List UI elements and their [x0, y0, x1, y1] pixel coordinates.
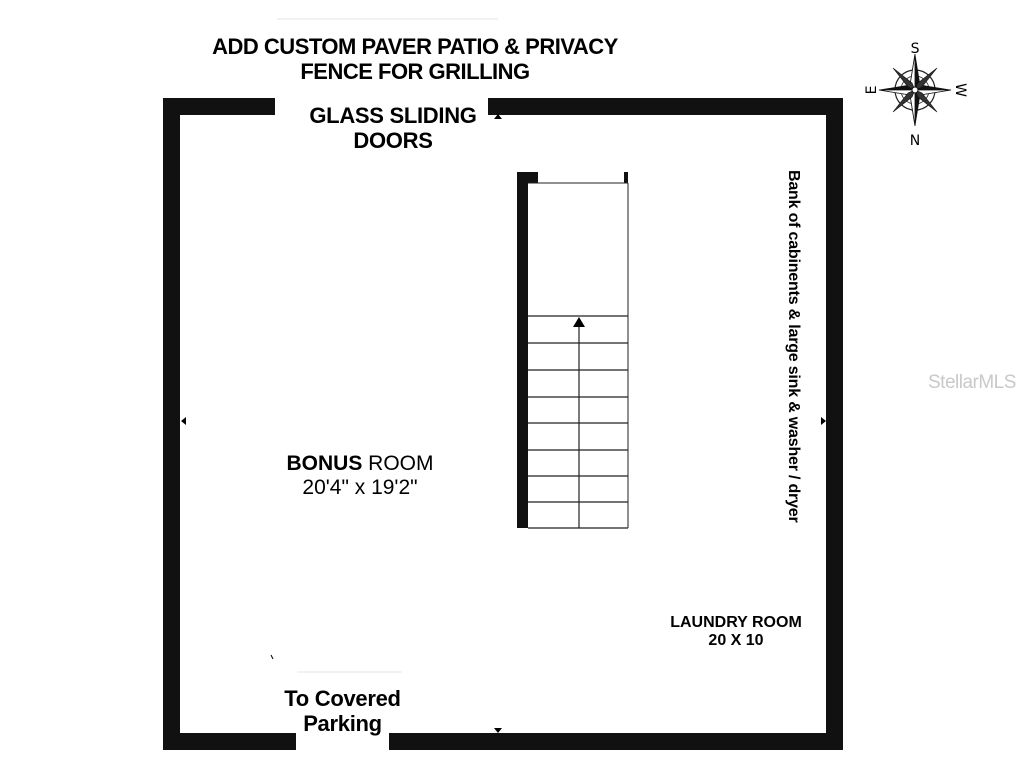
marker-bottom: [494, 728, 502, 733]
covered-parking-label: To Covered Parking: [275, 686, 410, 737]
marker-right: [821, 417, 826, 425]
watermark: StellarMLS: [928, 372, 1016, 393]
dimension-markers: [181, 114, 826, 733]
glass-sliding-doors-label: GLASS SLIDING DOORS: [298, 103, 488, 154]
glass-doors-line1: GLASS SLIDING: [309, 103, 477, 128]
stair-side-wall: [517, 172, 528, 528]
covered-parking-line1: To Covered: [284, 686, 401, 711]
stair-top-cap: [517, 172, 538, 183]
bonus-room-label: BONUS ROOM 20'4" x 19'2": [255, 452, 465, 500]
wall-bottom-left: [163, 733, 296, 750]
compass-label-left: E: [864, 86, 880, 95]
covered-parking-line2: Parking: [303, 711, 382, 737]
compass-label-top: S: [911, 41, 920, 57]
bonus-room-word2: ROOM: [368, 452, 434, 475]
patio-note-line2: FENCE FOR GRILLING: [300, 59, 530, 85]
exterior-walls: [163, 98, 843, 750]
stair-top-post: [624, 172, 628, 183]
compass-rose-icon: S N E W: [864, 41, 968, 149]
wall-top-left: [163, 98, 275, 115]
wall-bottom-right: [389, 733, 843, 750]
patio-note-line1: ADD CUSTOM PAVER PATIO & PRIVACY: [212, 34, 618, 59]
bonus-room-word1: BONUS: [286, 452, 363, 475]
wall-top-right: [488, 98, 843, 115]
laundry-room-name: LAUNDRY ROOM: [670, 614, 802, 631]
door-tick: [270, 654, 274, 660]
marker-left: [181, 417, 186, 425]
glass-doors-line2: DOORS: [353, 128, 433, 154]
laundry-room-label: LAUNDRY ROOM 20 X 10: [655, 614, 817, 651]
marker-top: [494, 114, 502, 119]
wall-right: [826, 98, 843, 750]
bonus-room-dimensions: 20'4" x 19'2": [302, 476, 418, 500]
compass-label-bottom: N: [910, 133, 920, 149]
stairway: [517, 172, 629, 529]
laundry-room-dimensions: 20 X 10: [708, 632, 764, 650]
cabinets-note-text: Bank of cabinents & large sink & washer …: [785, 170, 802, 523]
stair-up-arrow: [573, 317, 585, 327]
wall-left: [163, 98, 180, 750]
patio-note: ADD CUSTOM PAVER PATIO & PRIVACY FENCE F…: [190, 34, 640, 85]
stair-treads: [528, 342, 628, 529]
bonus-room-name: BONUS ROOM: [255, 452, 465, 476]
compass-label-right: W: [952, 83, 968, 97]
